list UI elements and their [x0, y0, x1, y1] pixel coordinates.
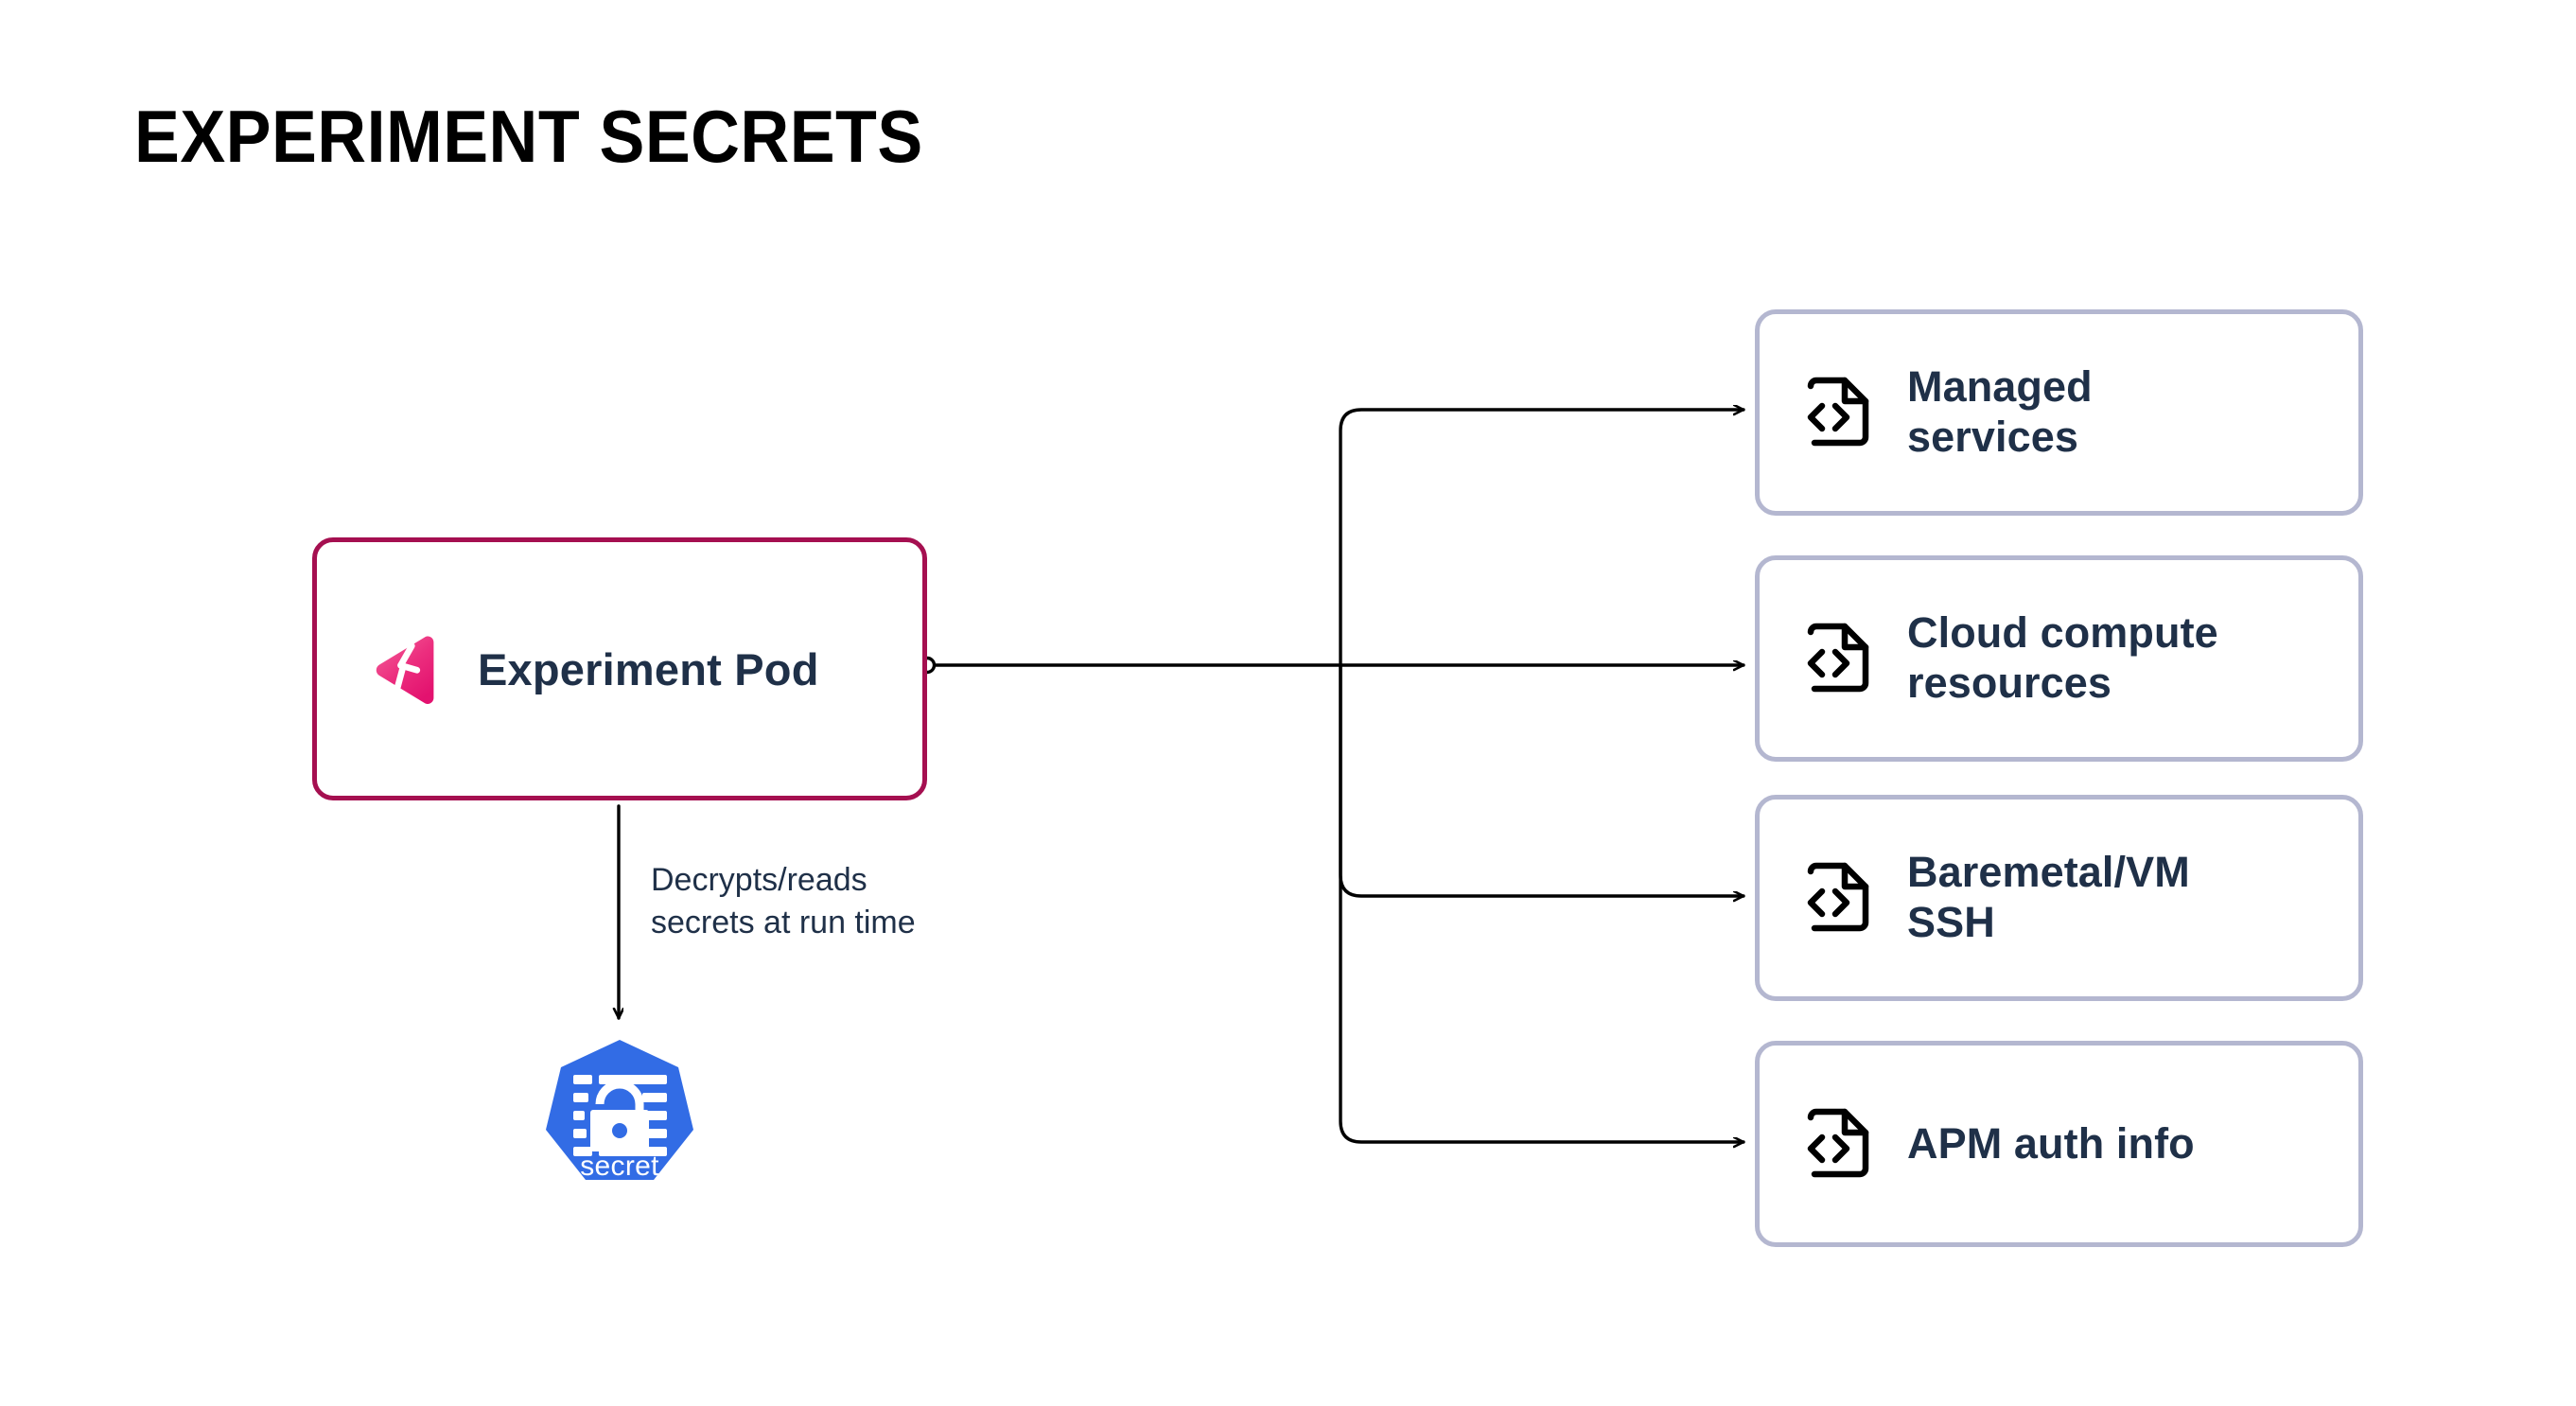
experiment-pod-node[interactable]: Experiment Pod: [312, 537, 927, 800]
file-code-icon: [1807, 377, 1869, 447]
gremlin-logo-icon: [376, 636, 434, 704]
kubernetes-secret-caption: secret: [580, 1151, 659, 1182]
file-code-icon: [1807, 623, 1869, 693]
file-code-icon: [1807, 1108, 1869, 1178]
target-card-label: APM auth info: [1907, 1118, 2195, 1168]
edge-to-managed-services: [1339, 410, 1745, 667]
edge-to-apm-auth: [1339, 663, 1745, 1142]
target-card-managed-services[interactable]: Managed services: [1755, 309, 2363, 516]
kubernetes-secret-node[interactable]: secret: [534, 1036, 705, 1211]
target-card-label: Managed services: [1907, 362, 2093, 461]
file-code-icon: [1807, 862, 1869, 932]
experiment-pod-label: Experiment Pod: [478, 643, 819, 694]
target-card-apm-auth-info[interactable]: APM auth info: [1755, 1041, 2363, 1247]
target-card-cloud-compute-resources[interactable]: Cloud compute resources: [1755, 555, 2363, 762]
target-card-label: Baremetal/VM SSH: [1907, 848, 2190, 946]
edge-to-baremetal-ssh: [1339, 663, 1745, 896]
edge-label-decrypts-reads: Decrypts/reads secrets at run time: [651, 862, 916, 941]
page-title: EXPERIMENT SECRETS: [134, 95, 923, 178]
kubernetes-secret-icon: [546, 1040, 693, 1180]
target-card-label: Cloud compute resources: [1907, 608, 2218, 707]
target-card-baremetal-vm-ssh[interactable]: Baremetal/VM SSH: [1755, 795, 2363, 1001]
